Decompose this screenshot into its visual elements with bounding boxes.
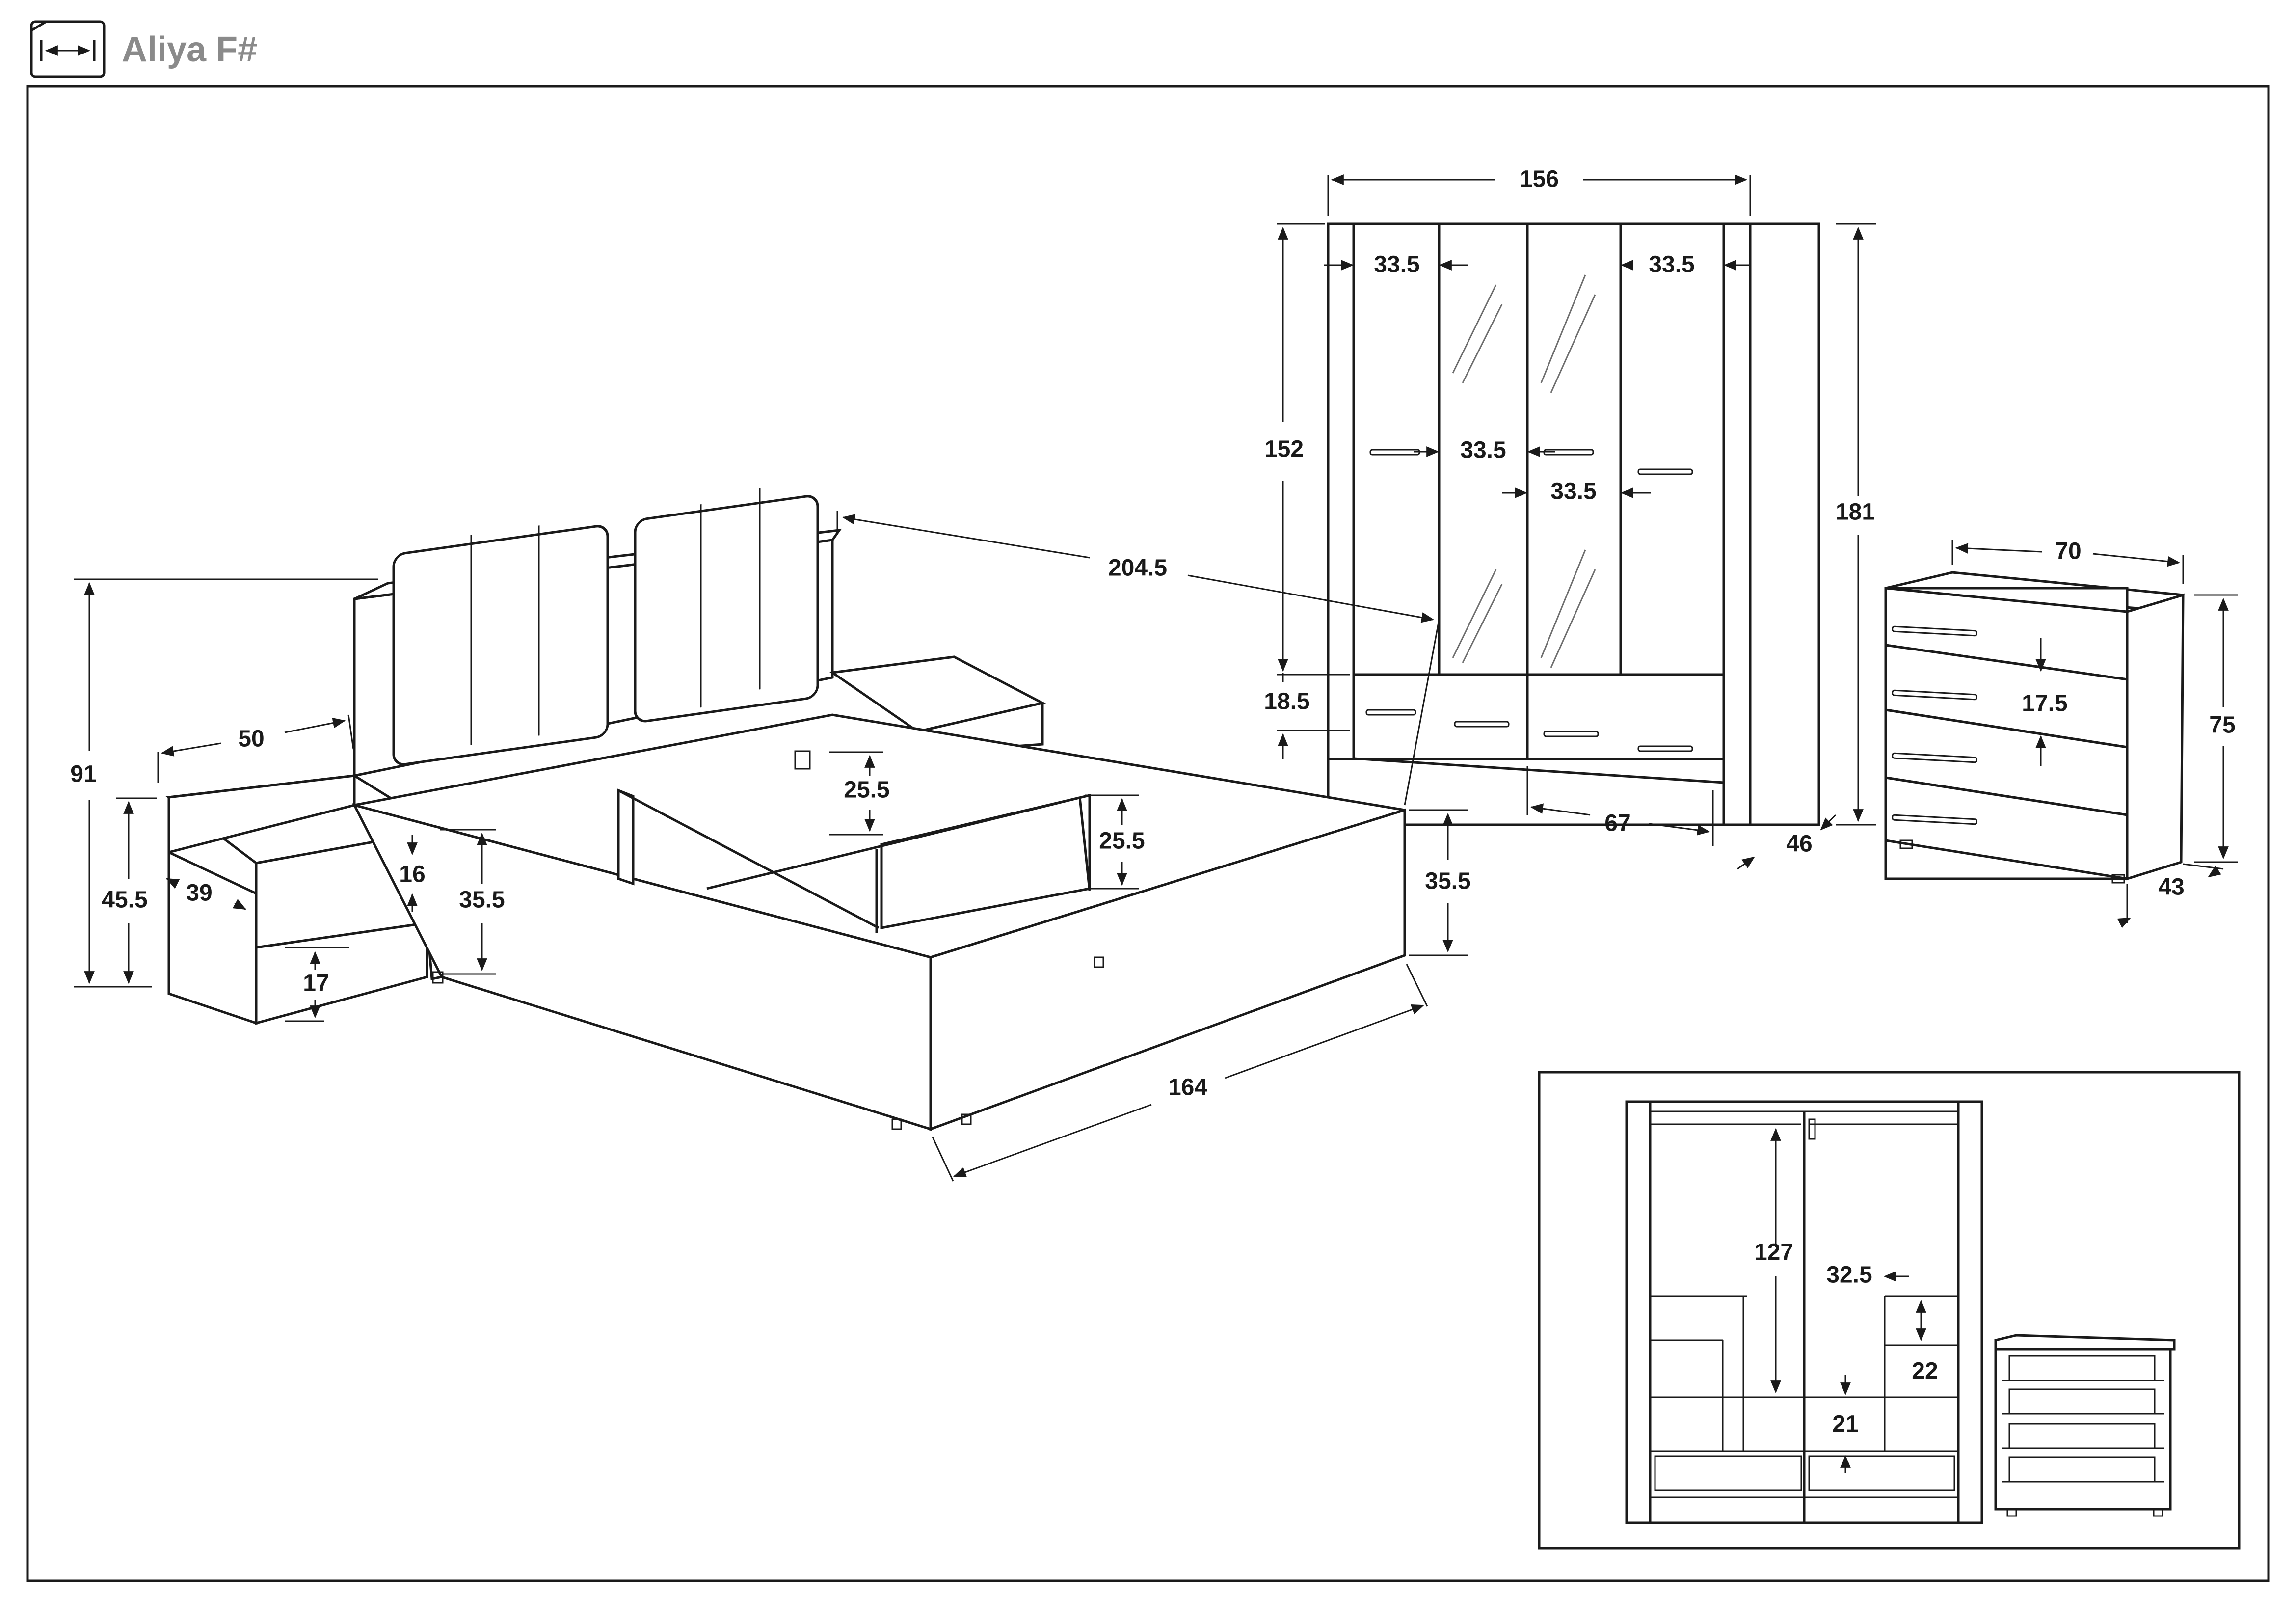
dim-wardrobe-shelf-gap: 22	[1912, 1358, 1938, 1384]
dim-wardrobe-door-right: 33.5	[1649, 252, 1694, 278]
dim-bed-length: 204.5	[1108, 555, 1167, 581]
dim-bed-frame-height-left: 35.5	[459, 887, 505, 913]
dim-nightstand-width: 50	[238, 726, 264, 752]
dim-nightstand-height: 45.5	[102, 887, 147, 913]
interior-inset-frame	[1538, 1071, 2241, 1550]
bed-dimensions: 204.5 91 50 45.5 39 16 17 35.5	[70, 511, 1471, 1182]
dim-nightstand-depth: 39	[186, 880, 212, 906]
dim-wardrobe-door-height: 152	[1264, 436, 1304, 462]
dimensions-icon	[30, 20, 106, 78]
dim-wardrobe-height: 181	[1836, 499, 1875, 525]
dim-wardrobe-door-mid-2: 33.5	[1550, 479, 1596, 505]
bed-drawing	[165, 488, 1406, 1131]
dim-wardrobe-inner-height: 127	[1754, 1240, 1793, 1266]
dim-wardrobe-shelf-width: 32.5	[1826, 1262, 1872, 1288]
dim-headboard-height: 91	[70, 761, 96, 787]
dresser-dimensions: 70 17.5 75 43	[1951, 539, 2238, 928]
dim-wardrobe-door-mid-1: 33.5	[1460, 437, 1506, 463]
interior-dimensions: 127 32.5 22 21	[1754, 1128, 1938, 1473]
dim-wardrobe-drawer-width: 67	[1604, 811, 1630, 837]
sheet-frame	[26, 85, 2270, 1582]
dim-nightstand-drawer-height: 16	[399, 862, 425, 888]
dresser-drawing	[1884, 571, 2185, 884]
dim-wardrobe-drawer-height: 18.5	[1264, 689, 1309, 715]
dim-nightstand-leg-height: 17	[303, 971, 329, 997]
dim-bed-width: 164	[1168, 1075, 1207, 1101]
dim-slat-height-2: 25.5	[1099, 828, 1145, 854]
dim-wardrobe-width: 156	[1520, 166, 1559, 192]
dim-wardrobe-door-left: 33.5	[1374, 252, 1419, 278]
dim-slat-height-1: 25.5	[844, 777, 889, 803]
wardrobe-interior-drawing	[1625, 1100, 1983, 1524]
dim-wardrobe-drawer-inner: 21	[1832, 1411, 1858, 1437]
wardrobe-dimensions: 156 33.5 33.5 33.5 33.5 152 18.5 181 67	[1264, 166, 1876, 870]
dim-dresser-height: 75	[2209, 712, 2235, 738]
dim-bed-frame-height-right: 35.5	[1425, 868, 1470, 894]
dim-dresser-depth: 43	[2158, 874, 2184, 900]
dim-dresser-drawer-height: 17.5	[2022, 691, 2067, 717]
dim-wardrobe-depth: 46	[1786, 831, 1812, 857]
dim-dresser-width: 70	[2055, 539, 2081, 565]
dresser-interior-drawing	[1994, 1334, 2176, 1517]
page-title: Aliya F#	[122, 30, 257, 69]
wardrobe-drawing	[1327, 222, 1820, 826]
